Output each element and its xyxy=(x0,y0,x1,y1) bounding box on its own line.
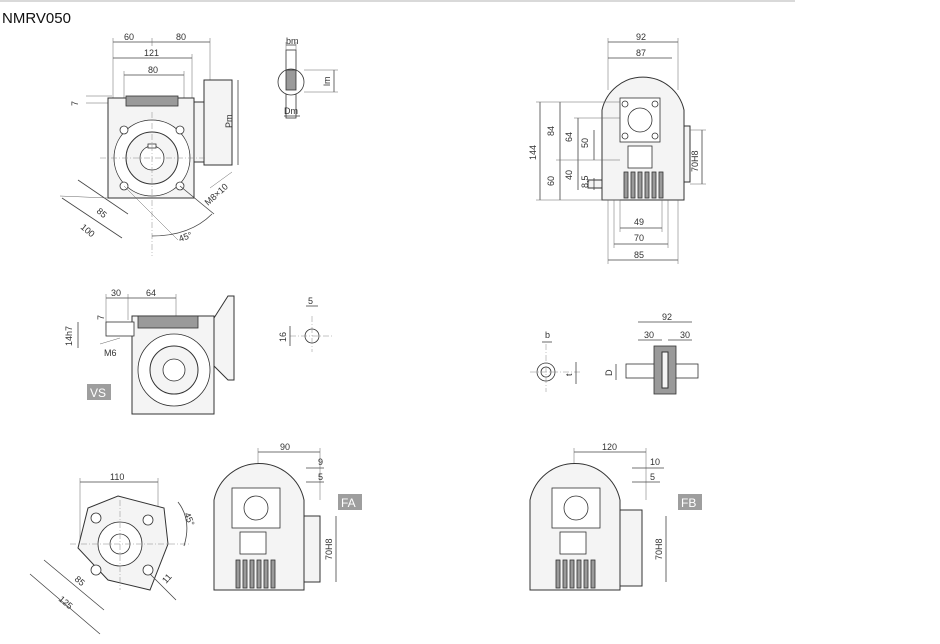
dim-lm: lm xyxy=(322,77,332,87)
dim-70h8: 70H8 xyxy=(654,538,664,560)
dim-30: 30 xyxy=(111,288,121,298)
view-fb: 120 10 5 70H8 FB xyxy=(529,442,702,591)
dim-60: 60 xyxy=(546,176,556,186)
fb-fins xyxy=(555,559,596,589)
dim-45deg: 45° xyxy=(177,230,194,244)
dim-10: 10 xyxy=(650,457,660,467)
top-divider xyxy=(0,0,795,2)
fa-fins xyxy=(235,559,276,589)
dim-14h7: 14h7 xyxy=(64,326,74,346)
dim-70: 70 xyxy=(634,233,644,243)
dim-49: 49 xyxy=(634,217,644,227)
dim-7: 7 xyxy=(70,101,80,106)
dim-dm: Dm xyxy=(284,106,298,116)
dim-85: 85 xyxy=(95,206,109,220)
dim-bm: bm xyxy=(286,36,299,46)
dim-9: 9 xyxy=(318,457,323,467)
tag-fb-label: FB xyxy=(681,496,696,510)
dim-64: 64 xyxy=(146,288,156,298)
dim-92: 92 xyxy=(636,32,646,42)
dim-45deg: 45° xyxy=(182,511,197,528)
dim-84: 84 xyxy=(546,126,556,136)
view-shaft-side: 92 30 30 D xyxy=(604,312,699,395)
dim-110: 110 xyxy=(110,472,124,482)
dim-85: 85 xyxy=(73,574,87,588)
dim-121: 121 xyxy=(144,48,159,58)
thread-label: M8×10 xyxy=(203,181,230,207)
tag-fa-label: FA xyxy=(341,496,356,510)
dim-t: t xyxy=(564,373,574,376)
dim-5: 5 xyxy=(308,296,313,306)
cooling-fins xyxy=(623,171,664,199)
tag-fb xyxy=(678,494,702,510)
dim-70h8: 70H8 xyxy=(690,150,700,172)
dim-70h8: 70H8 xyxy=(324,538,334,560)
dim-60: 60 xyxy=(124,32,134,42)
dim-100: 100 xyxy=(79,222,97,239)
tag-fa xyxy=(338,494,362,510)
dim-30-left: 30 xyxy=(644,330,654,340)
dim-64: 64 xyxy=(564,132,574,142)
dim-90: 90 xyxy=(280,442,290,452)
dim-144: 144 xyxy=(528,145,538,160)
dim-50: 50 xyxy=(580,138,590,148)
dim-85: 85 xyxy=(634,250,644,260)
view-flange: 110 45° 85 125 11 xyxy=(29,472,197,635)
dim-80-top: 80 xyxy=(176,32,186,42)
dim-D: D xyxy=(604,369,614,376)
view-vs-key: 5 16 xyxy=(278,296,334,352)
dim-11: 11 xyxy=(160,572,174,586)
dim-120: 120 xyxy=(602,442,617,452)
page-title: NMRV050 xyxy=(2,10,71,27)
view-fa: 90 9 5 70H8 FA xyxy=(213,442,362,591)
dim-5: 5 xyxy=(318,472,323,482)
dim-16: 16 xyxy=(278,332,288,342)
dim-30-right: 30 xyxy=(680,330,690,340)
thread-m6: M6 xyxy=(104,348,117,358)
tag-vs-label: VS xyxy=(90,386,106,400)
view-side-top-right: 92 87 144 84 xyxy=(528,32,706,264)
view-vs: 30 64 14h7 7 M6 VS xyxy=(64,288,235,415)
dim-7: 7 xyxy=(96,315,106,320)
view-front-top-left: 60 80 121 80 7 Pm 85 1 xyxy=(59,32,239,256)
motor-flange xyxy=(203,79,233,166)
dim-8-5: 8,5 xyxy=(580,175,590,188)
dim-92: 92 xyxy=(662,312,672,322)
dim-pm: Pm xyxy=(224,115,234,129)
dim-40: 40 xyxy=(564,170,574,180)
dim-87: 87 xyxy=(636,48,646,58)
tag-vs xyxy=(87,384,111,400)
worm-housing xyxy=(125,95,179,107)
view-key-detail: bm lm Dm xyxy=(277,36,338,119)
dim-b: b xyxy=(545,330,550,340)
dim-5: 5 xyxy=(650,472,655,482)
input-shaft xyxy=(105,321,135,337)
dim-80-inner: 80 xyxy=(148,65,158,75)
dim-125: 125 xyxy=(57,594,75,611)
view-shaft-key: b t xyxy=(530,330,580,392)
